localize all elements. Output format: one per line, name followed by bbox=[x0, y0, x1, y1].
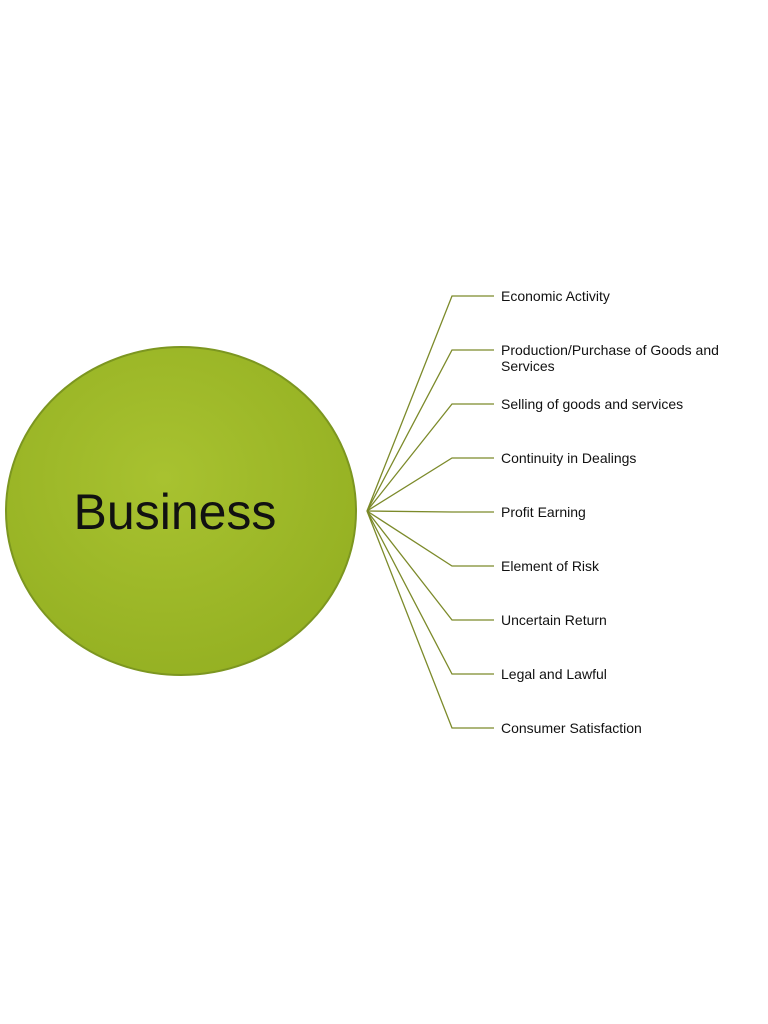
branch-label-1: Economic Activity bbox=[501, 288, 610, 304]
branch-label-3: Selling of goods and services bbox=[501, 396, 683, 412]
branch-label-line: Economic Activity bbox=[501, 288, 610, 304]
branch-label-5: Profit Earning bbox=[501, 504, 586, 520]
branch-connector bbox=[366, 510, 494, 729]
branch-label-line: Legal and Lawful bbox=[501, 666, 607, 682]
branch-label-line: Element of Risk bbox=[501, 558, 600, 574]
branch-connector bbox=[366, 510, 494, 567]
branch-connector bbox=[366, 510, 494, 513]
connector-lines bbox=[366, 295, 494, 729]
branch-connector bbox=[366, 457, 494, 512]
branch-label-line: Consumer Satisfaction bbox=[501, 720, 642, 736]
branch-connector bbox=[366, 510, 494, 675]
branch-connector bbox=[366, 349, 494, 512]
branch-label-4: Continuity in Dealings bbox=[501, 450, 636, 466]
branch-label-8: Legal and Lawful bbox=[501, 666, 607, 682]
branch-label-9: Consumer Satisfaction bbox=[501, 720, 642, 736]
branch-connector bbox=[366, 403, 494, 512]
center-label: Business bbox=[74, 484, 277, 540]
branch-label-line: Production/Purchase of Goods and bbox=[501, 342, 719, 358]
branch-label-6: Element of Risk bbox=[501, 558, 600, 574]
branch-label-line: Profit Earning bbox=[501, 504, 586, 520]
branch-label-line: Uncertain Return bbox=[501, 612, 607, 628]
branch-connector bbox=[366, 295, 494, 512]
branch-label-line: Continuity in Dealings bbox=[501, 450, 636, 466]
branch-label-7: Uncertain Return bbox=[501, 612, 607, 628]
branch-label-line: Selling of goods and services bbox=[501, 396, 683, 412]
branch-connector bbox=[366, 510, 494, 621]
center-circle bbox=[5, 346, 357, 676]
branch-label-line: Services bbox=[501, 358, 555, 374]
